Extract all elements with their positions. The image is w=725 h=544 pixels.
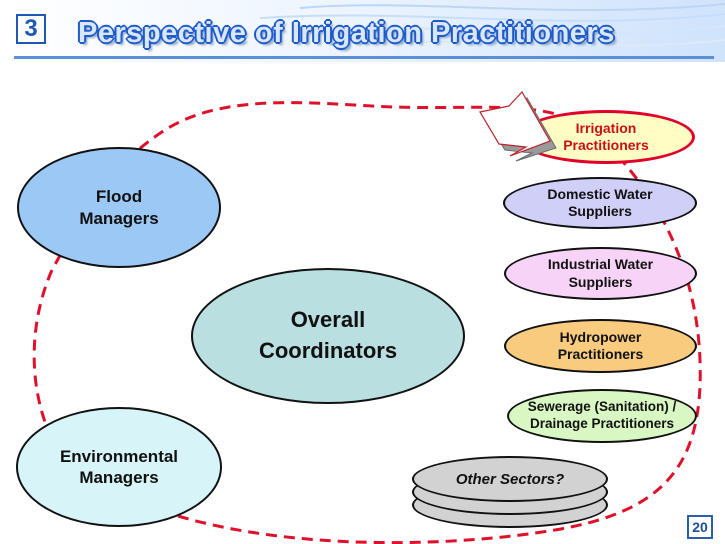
flood-managers-line-1: Flood	[95, 187, 143, 207]
domestic-water-line-1: Domestic Water	[547, 185, 653, 202]
header-underline	[14, 56, 714, 59]
domestic-water-suppliers-node: Domestic Water Suppliers	[503, 177, 697, 229]
section-number-badge: 3	[16, 14, 46, 44]
flood-managers-node: Flood Managers	[17, 147, 221, 268]
overall-coordinators-line-2: Coordinators	[258, 338, 398, 363]
overall-coordinators-node: Overall Coordinators	[191, 268, 465, 404]
overall-coordinators-line-1: Overall	[290, 307, 366, 333]
sewerage-drainage-practitioners-node: Sewerage (Sanitation) / Drainage Practit…	[507, 389, 697, 443]
industrial-water-line-1: Industrial Water	[547, 256, 654, 272]
hydropower-line-2: Practitioners	[557, 346, 644, 362]
sewerage-line-2: Drainage Practitioners	[529, 416, 675, 431]
flood-managers-line-2: Managers	[79, 208, 159, 228]
environmental-managers-line-2: Managers	[79, 468, 159, 487]
domestic-water-line-2: Suppliers	[568, 203, 632, 219]
hydropower-line-1: Hydropower	[559, 328, 642, 345]
industrial-water-suppliers-node: Industrial Water Suppliers	[504, 247, 697, 300]
page-number: 20	[687, 515, 713, 539]
irrigation-line-2: Practitioners	[563, 137, 649, 153]
slide-title: Perspective of Irrigation Practitioners	[78, 17, 615, 49]
irrigation-practitioners-node: Irrigation Practitioners	[517, 110, 695, 164]
header-wave-background	[0, 0, 725, 62]
environmental-managers-line-1: Environmental	[59, 446, 179, 466]
other-sectors-label: Other Sectors?	[455, 470, 565, 488]
sewerage-line-1: Sewerage (Sanitation) /	[527, 399, 677, 415]
industrial-water-line-2: Suppliers	[568, 273, 633, 290]
environmental-managers-node: Environmental Managers	[16, 407, 222, 527]
other-sectors-disc-top	[412, 456, 608, 502]
hydropower-practitioners-node: Hydropower Practitioners	[504, 319, 697, 373]
irrigation-line-1: Irrigation	[575, 119, 637, 136]
